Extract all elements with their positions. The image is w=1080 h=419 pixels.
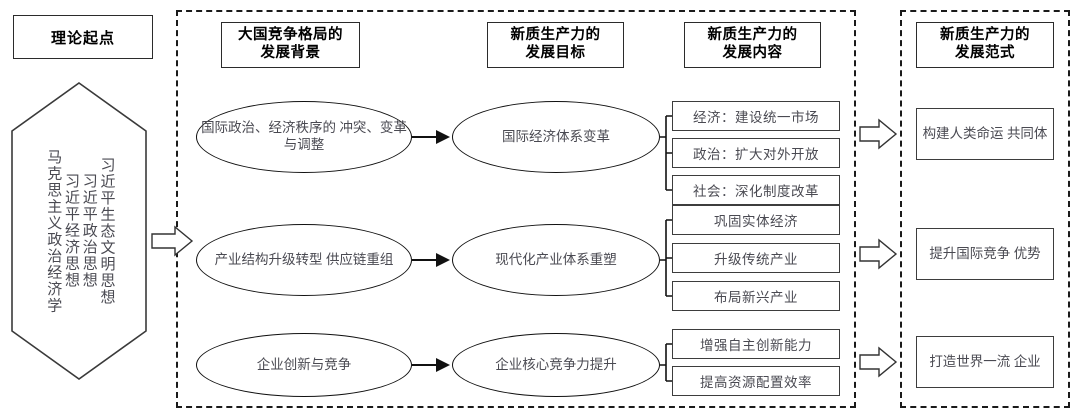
main-dashed-container [176,10,856,408]
hexagon-text-column-1: 习近平生态文明思想 [98,156,115,306]
column-header-paradigm-line1: 新质生产力的 [940,27,1030,44]
content-item-row2-1: 巩固实体经济 [672,205,840,235]
content-item-row3-2: 提高资源配置效率 [672,366,840,396]
paradigm-box-row2: 提升国际竞争 优势 [916,228,1054,280]
column-header-goal-line2: 发展目标 [525,45,586,61]
background-ellipse-row2-line1: 产业结构升级转型 [214,251,323,267]
content-item-row2-2: 升级传统产业 [672,243,840,273]
block-arrow-row3-to-paradigm [859,346,898,378]
column-header-background-line1: 大国竞争格局的 [238,27,343,44]
column-header-paradigm: 新质生产力的 发展范式 [916,22,1054,68]
column-header-background: 大国竞争格局的 发展背景 [221,22,360,68]
hexagon-text-column-4: 马克思主义政治经济学 [45,148,62,314]
paradigm-box-row1-line1: 构建人类命运 [922,126,1004,142]
theory-start-header: 理论起点 [13,15,153,59]
column-header-paradigm-line2: 发展范式 [955,45,1015,61]
hexagon-shape [11,82,147,380]
paradigm-box-row3-line1: 打造世界一流 [929,354,1011,370]
column-header-content: 新质生产力的 发展内容 [684,22,821,68]
paradigm-dashed-container [900,10,1070,408]
goal-ellipse-row1-label: 国际经济体系变革 [502,128,610,144]
content-item-row3-1: 增强自主创新能力 [672,329,840,359]
background-ellipse-row2: 产业结构升级转型 供应链重组 [196,224,412,296]
background-ellipse-row1-line2: 冲突、变革与调整 [283,120,407,152]
paradigm-box-row3: 打造世界一流 企业 [916,336,1054,388]
column-header-goal: 新质生产力的 发展目标 [487,22,624,68]
content-item-row2-3: 布局新兴产业 [672,281,840,311]
column-header-content-line2: 发展内容 [722,45,783,61]
content-item-row1-3: 社会：深化制度改革 [672,175,840,205]
paradigm-box-row2-line2: 优势 [1013,246,1041,262]
content-item-row1-2: 政治：扩大对外开放 [672,138,840,168]
theory-hexagon: 习近平生态文明思想 习近平政治思想 习近平经济思想 马克思主义政治经济学 [10,81,148,381]
hexagon-text-column-2: 习近平政治思想 [80,173,97,289]
background-ellipse-row2-line2: 供应链重组 [325,251,394,267]
background-ellipse-row1: 国际政治、经济秩序的 冲突、变革与调整 [196,101,412,173]
goal-ellipse-row3: 企业核心竞争力提升 [452,333,660,397]
content-item-row1-1: 经济：建设统一市场 [672,101,840,131]
hexagon-text-column-3: 习近平经济思想 [63,173,79,289]
block-arrow-row1-to-paradigm [859,118,898,150]
background-ellipse-row3-label: 企业创新与竞争 [256,356,352,372]
goal-ellipse-row1: 国际经济体系变革 [452,101,660,173]
goal-ellipse-row2-label: 现代化产业体系重塑 [495,251,617,267]
column-header-background-line2: 发展背景 [260,45,321,61]
background-ellipse-row1-line1: 国际政治、经济秩序的 [201,120,337,136]
block-arrow-row2-to-paradigm [859,238,898,270]
paradigm-box-row1-line2: 共同体 [1006,126,1048,142]
paradigm-box-row1: 构建人类命运 共同体 [916,108,1054,160]
goal-ellipse-row2: 现代化产业体系重塑 [452,224,660,296]
column-header-goal-line1: 新质生产力的 [510,27,601,44]
goal-ellipse-row3-label: 企业核心竞争力提升 [495,356,617,372]
paradigm-box-row2-line1: 提升国际竞争 [929,246,1011,262]
background-ellipse-row3: 企业创新与竞争 [196,333,412,397]
paradigm-box-row3-line2: 企业 [1013,354,1041,370]
column-header-content-line1: 新质生产力的 [707,27,798,44]
